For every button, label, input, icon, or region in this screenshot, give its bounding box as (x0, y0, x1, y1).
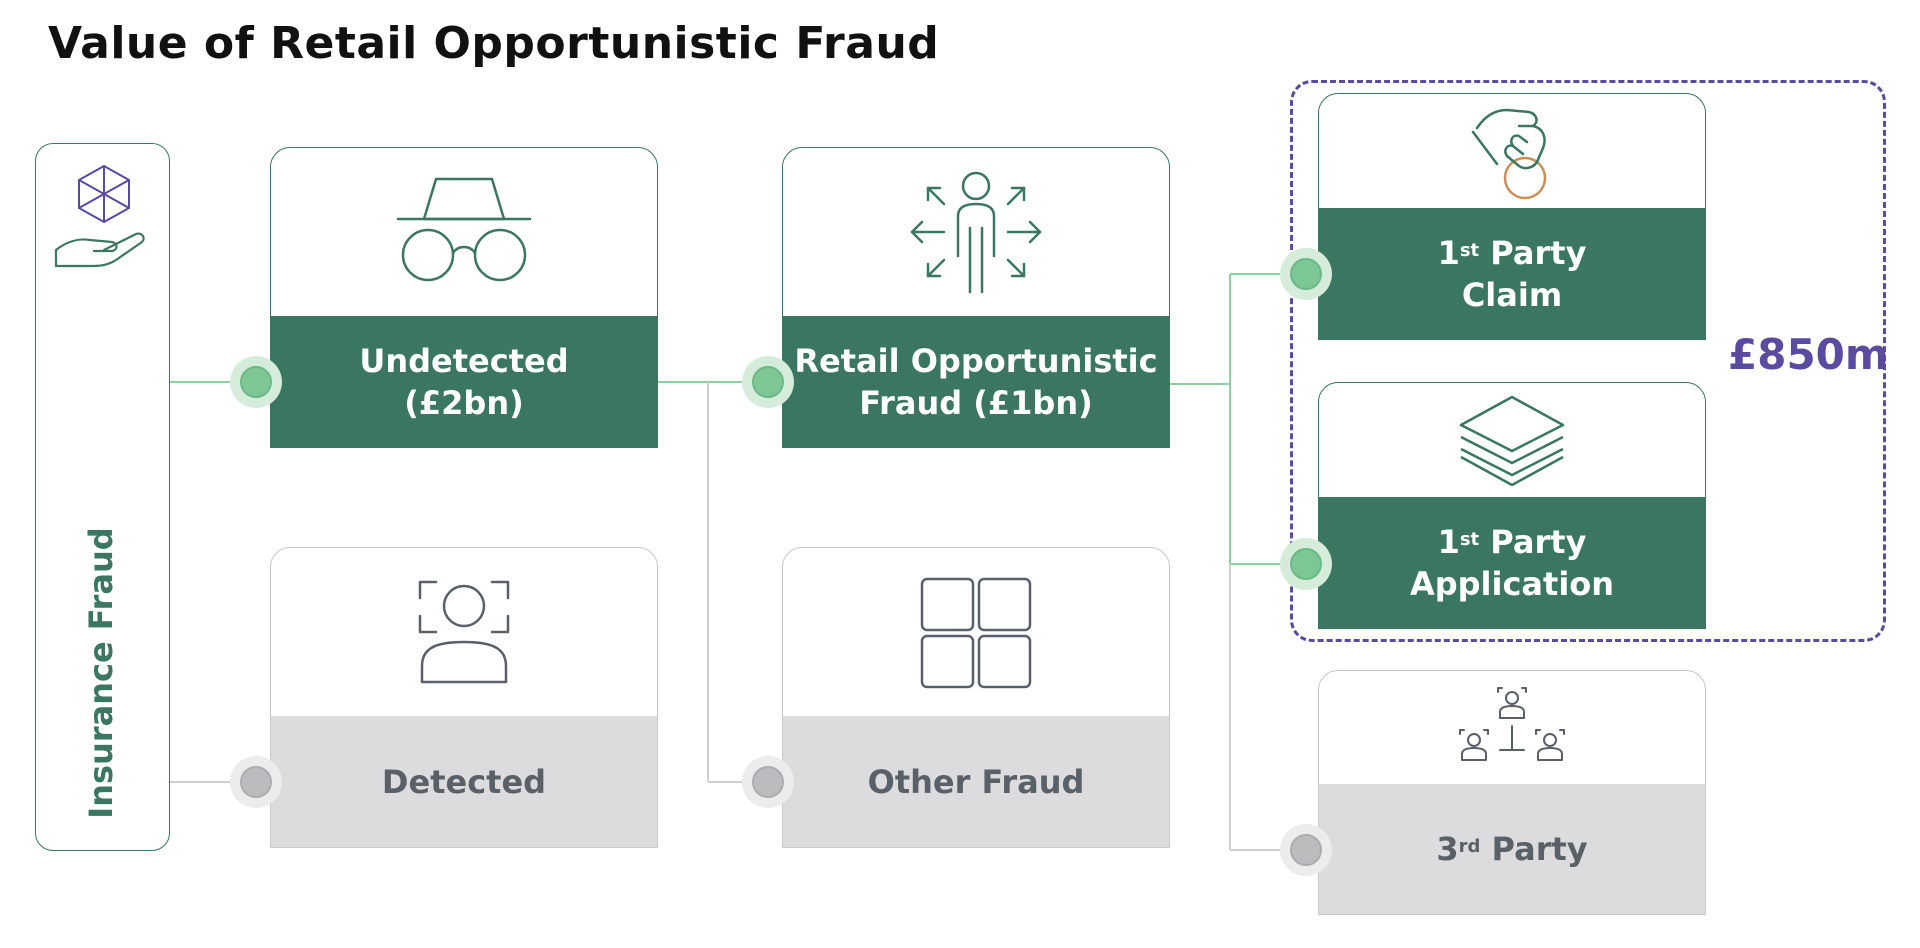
four-squares-grid-icon (783, 548, 1169, 718)
undetected-line1: Undetected (359, 341, 569, 380)
undetected-node (230, 356, 282, 408)
hand-holding-cube-icon (50, 162, 158, 278)
insurance-fraud-label: Insurance Fraud (82, 527, 120, 819)
retail-line2: Fraud (£1bn) (859, 383, 1093, 422)
third-num: 3 (1436, 830, 1459, 868)
claim-line1: 1st Party (1438, 232, 1587, 274)
application-line2: Application (1409, 564, 1615, 603)
claim-num: 1 (1437, 233, 1460, 272)
group-value-label: £850m (1728, 330, 1889, 379)
third-party-card: 3rd Party (1318, 670, 1706, 915)
retail-line1: Retail Opportunistic (794, 341, 1158, 380)
retail-node (742, 356, 794, 408)
detected-label: Detected (381, 762, 547, 801)
other-fraud-card: Other Fraud (782, 547, 1170, 848)
third-word: Party (1480, 830, 1588, 868)
third-sup: rd (1458, 836, 1481, 857)
undetected-card: Undetected (£2bn) (270, 147, 658, 448)
other-fraud-label: Other Fraud (867, 762, 1085, 801)
third-party-line1: 3rd Party (1436, 828, 1587, 870)
application-sup: st (1459, 528, 1480, 550)
application-num: 1 (1437, 522, 1460, 561)
third-party-node (1280, 824, 1332, 876)
claim-line2: Claim (1461, 275, 1563, 314)
other-fraud-node (742, 756, 794, 808)
undetected-line2: (£2bn) (404, 383, 524, 422)
claim-sup: st (1459, 239, 1480, 261)
first-party-application-card: 1st Party Application (1318, 382, 1706, 629)
person-arrows-icon (783, 148, 1169, 318)
first-party-group (1290, 80, 1886, 642)
first-party-claim-card: 1st Party Claim (1318, 93, 1706, 340)
page-title: Value of Retail Opportunistic Fraud (48, 18, 940, 69)
detected-node (230, 756, 282, 808)
application-node (1280, 538, 1332, 590)
application-line1: 1st Party (1438, 521, 1587, 563)
application-word: Party (1479, 522, 1587, 561)
claim-node (1280, 248, 1332, 300)
claim-word: Party (1479, 233, 1587, 272)
retail-opportunistic-card: Retail Opportunistic Fraud (£1bn) (782, 147, 1170, 448)
hand-coin-icon (1319, 94, 1705, 210)
detected-card: Detected (270, 547, 658, 848)
face-scan-person-icon (271, 548, 657, 718)
connected-people-icon (1319, 671, 1705, 786)
stacked-layers-icon (1319, 383, 1705, 499)
insurance-fraud-box: Insurance Fraud (35, 143, 170, 851)
disguise-glasses-hat-icon (271, 148, 657, 318)
